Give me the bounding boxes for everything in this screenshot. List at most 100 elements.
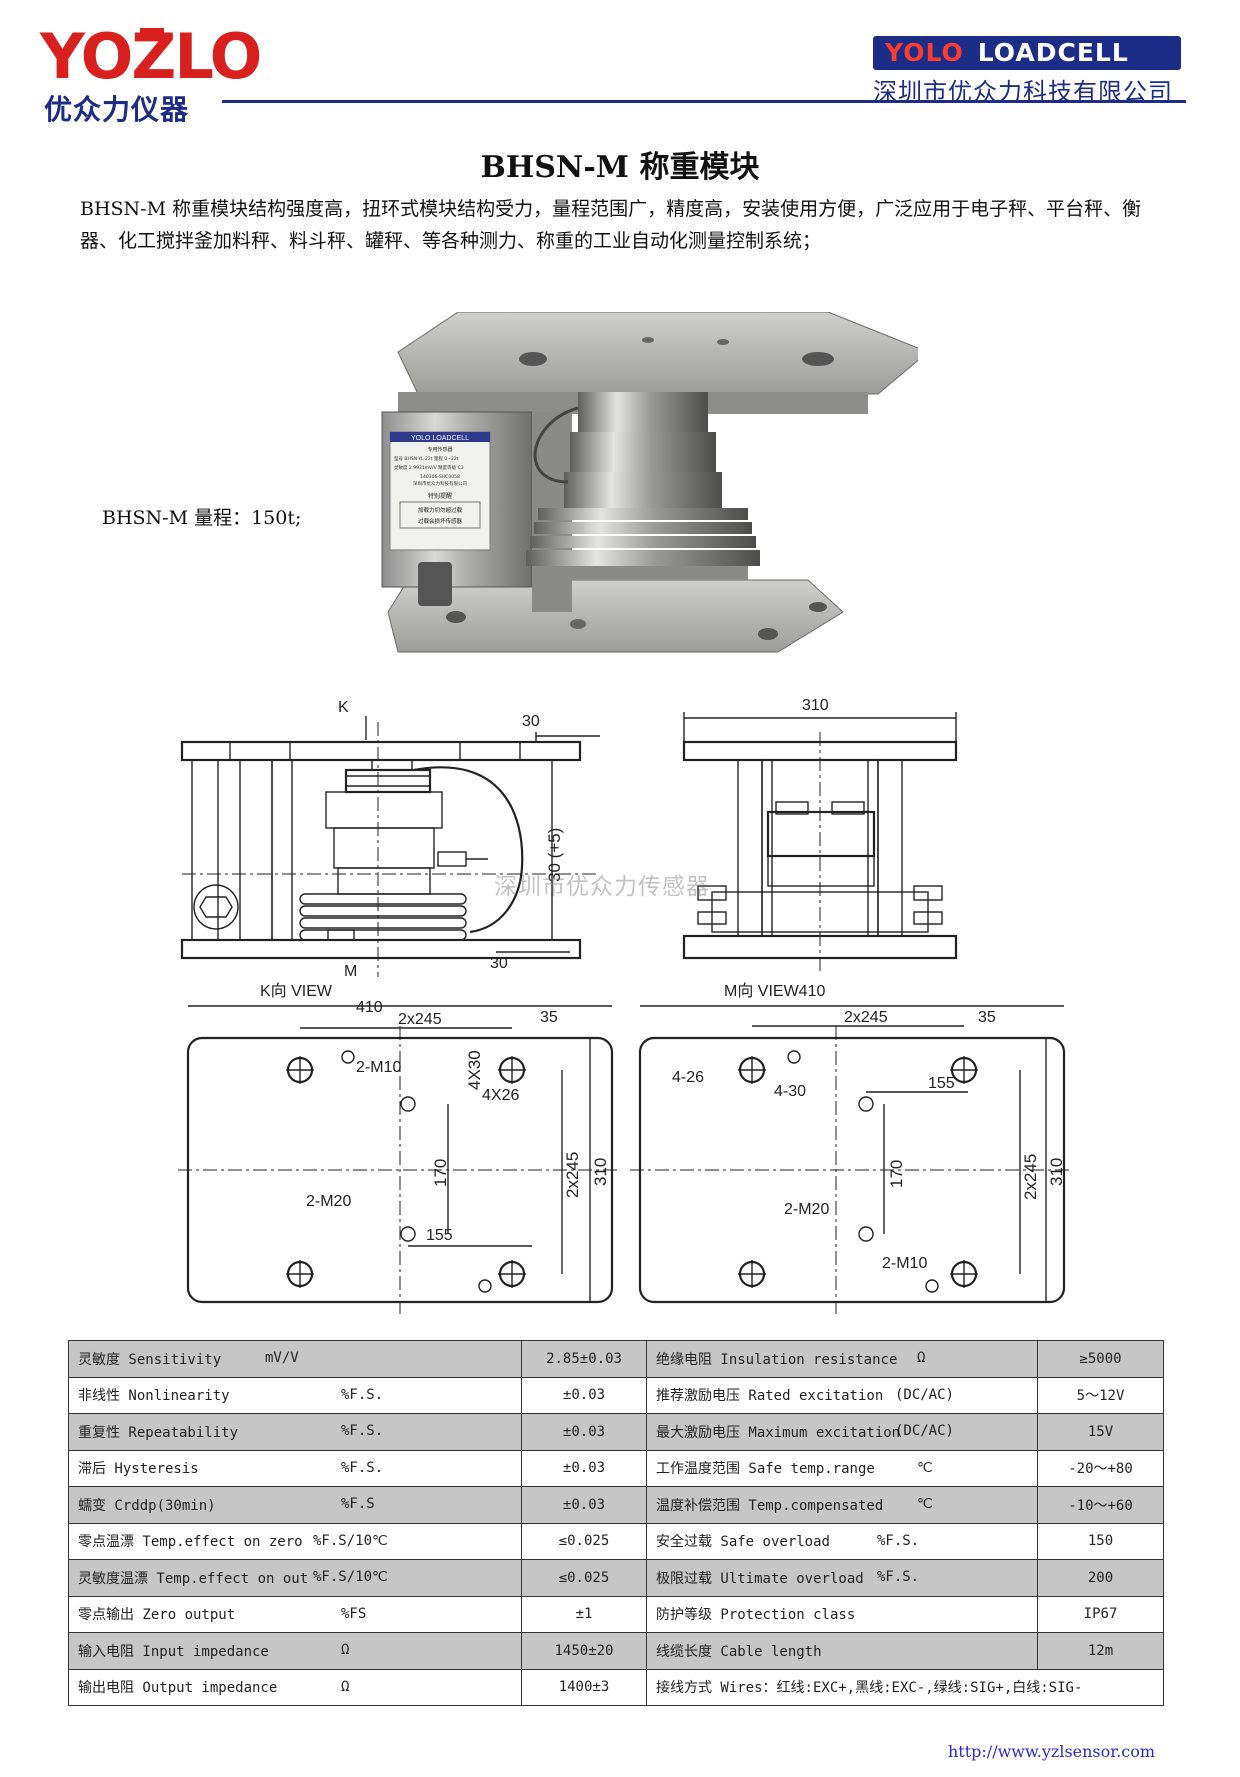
spec-name: 重复性 Repeatability %F.S. bbox=[67, 1413, 523, 1451]
spec-name: 输入电阻 Input impedance Ω bbox=[67, 1632, 523, 1670]
spec-unit-2: (DC/AC) bbox=[894, 1423, 954, 1439]
spec-name: 零点温漂 Temp.effect on zero%F.S/10℃ bbox=[67, 1522, 523, 1560]
k-dim-2x245-v: 2x245 bbox=[563, 1152, 582, 1198]
spec-value-2: IP67 bbox=[1037, 1595, 1164, 1633]
spec-unit: mV/V bbox=[265, 1350, 299, 1366]
spec-unit-2: Ω bbox=[916, 1350, 926, 1366]
m-dim-2x245: 2x245 bbox=[844, 1009, 888, 1026]
spec-unit-2: ℃ bbox=[916, 1459, 933, 1476]
spec-name-2: 线缆长度 Cable length bbox=[645, 1632, 1039, 1670]
spec-value: ±0.03 bbox=[521, 1486, 647, 1524]
spec-name-text: 灵敏度温漂 Temp.effect on out bbox=[78, 1570, 309, 1587]
k-dim-155: 155 bbox=[426, 1227, 453, 1244]
k-view-title: K向 VIEW bbox=[260, 982, 333, 1000]
footer-url[interactable]: http://www.yzlsensor.com bbox=[948, 1742, 1156, 1761]
header-rule bbox=[222, 100, 1186, 103]
spec-name: 滞后 Hysteresis%F.S. bbox=[67, 1449, 523, 1487]
dim-310-side: 310 bbox=[802, 697, 829, 714]
spec-value-2: ≥5000 bbox=[1037, 1340, 1164, 1378]
spec-name: 非线性 Nonlinearity%F.S. bbox=[67, 1376, 523, 1414]
spec-unit-2: %F.S. bbox=[876, 1569, 920, 1585]
plate-type: 专用传感器 bbox=[427, 446, 452, 453]
product-illustration: YOLO LOADCELL 专用传感器 型号 BHSN-YL-22t 量程 0~… bbox=[381, 311, 929, 653]
spec-name-text: 输出电阻 Output impedance bbox=[78, 1680, 278, 1697]
front-view-drawing: 30 K 30 (+5) 30 M bbox=[170, 692, 610, 980]
spec-name-2-text: 防护等级 Protection class bbox=[655, 1607, 856, 1624]
logo-accent bbox=[140, 28, 164, 38]
spec-value-2: 12m bbox=[1037, 1632, 1164, 1670]
spec-unit-2: ℃ bbox=[916, 1496, 933, 1512]
notice-line1: 加载力切勿超过载 bbox=[418, 506, 463, 514]
spec-name-2-text: 工作温度范围 Safe temp.range bbox=[655, 1461, 875, 1478]
m-view-drawing: M向 VIEW410 2x245 35 4-26 4-30 155 170 2-… bbox=[628, 982, 1108, 1324]
m-dim-4-26: 4-26 bbox=[672, 1069, 704, 1086]
spec-name-2-text: 安全过载 Safe overload bbox=[655, 1534, 830, 1551]
company-name: 深圳市优众力科技有限公司 bbox=[873, 78, 1173, 106]
m-dim-310-v: 310 bbox=[1047, 1158, 1066, 1186]
spec-value: ≤0.025 bbox=[521, 1559, 647, 1597]
spec-unit: %F.S bbox=[341, 1496, 375, 1512]
watermark: 深圳市优众力传感器 bbox=[494, 874, 710, 900]
spec-name-text: 滞后 Hysteresis bbox=[78, 1461, 199, 1478]
spec-value-2: 150 bbox=[1037, 1522, 1164, 1560]
dim-30-top: 30 bbox=[522, 713, 540, 730]
spec-unit: %F.S. bbox=[341, 1423, 384, 1439]
spec-name-2: 最大激励电压 Maximum excitation(DC/AC) bbox=[645, 1413, 1039, 1451]
spec-unit-2: %F.S. bbox=[876, 1532, 920, 1549]
notice-line2: 过载会损坏传感器 bbox=[418, 517, 463, 525]
k-dim-4x30: 4X30 bbox=[465, 1050, 484, 1090]
spec-name-2-text: 绝缘电阻 Insulation resistance bbox=[655, 1351, 898, 1368]
spec-value-2: -20～+80 bbox=[1037, 1449, 1164, 1487]
spec-name-text: 蠕变 Crddp(30min) bbox=[78, 1497, 216, 1514]
logo-text: YOZLO bbox=[40, 20, 262, 93]
k-dim-310-v: 310 bbox=[591, 1158, 610, 1186]
spec-unit: %F.S/10℃ bbox=[313, 1569, 388, 1585]
k-dim-410: 410 bbox=[356, 999, 383, 1016]
dim-30-bottom: 30 bbox=[490, 955, 508, 972]
label-k: K bbox=[338, 699, 349, 716]
spec-value-2: 15V bbox=[1037, 1413, 1164, 1451]
spec-unit: Ω bbox=[341, 1642, 350, 1658]
spec-value: ±1 bbox=[521, 1595, 647, 1633]
side-view-drawing: 310 bbox=[672, 692, 968, 980]
spec-name-2: 推荐激励电压 Rated excitation(DC/AC) bbox=[645, 1376, 1039, 1414]
spec-name-text: 重复性 Repeatability bbox=[78, 1424, 239, 1441]
k-dim-2m10: 2-M10 bbox=[356, 1059, 401, 1076]
spec-name-2-text: 线缆长度 Cable length bbox=[655, 1643, 822, 1660]
spec-name-text: 输入电阻 Input impedance bbox=[78, 1643, 269, 1660]
m-dim-2m20: 2-M20 bbox=[784, 1201, 829, 1218]
spec-name-2: 安全过载 Safe overload %F.S. bbox=[645, 1522, 1039, 1560]
m-dim-170: 170 bbox=[887, 1160, 906, 1188]
brand-loadcell: LOADCELL bbox=[977, 38, 1129, 67]
spec-name-text: 非线性 Nonlinearity bbox=[78, 1388, 230, 1405]
spec-value: 2.85±0.03 bbox=[521, 1340, 647, 1378]
plate-serial: 140306-SHC0058 bbox=[420, 474, 460, 480]
spec-name-2-text: 温度补偿范围 Temp.compensated bbox=[655, 1497, 884, 1514]
m-dim-35: 35 bbox=[978, 1009, 996, 1026]
m-dim-4-30: 4-30 bbox=[774, 1083, 806, 1100]
label-m: M bbox=[344, 963, 357, 980]
plate-model: 型号 BHSN-YL-22t 量程 0~22t bbox=[394, 455, 459, 462]
spec-name-2: 防护等级 Protection class bbox=[645, 1595, 1039, 1633]
k-dim-2x245: 2x245 bbox=[398, 1011, 442, 1028]
company-logo: YOZLO 优众力仪器 bbox=[40, 22, 262, 127]
spec-unit: %FS bbox=[341, 1605, 367, 1622]
plate-sensitivity: 灵敏度 2.9931mV/V 精度等级 C3 bbox=[394, 464, 464, 471]
spec-row: 蠕变 Crddp(30min) %F.S ±0.03 温度补偿范围 Temp.comp… bbox=[67, 1486, 1164, 1524]
spec-wiring: 接线方式 Wires：红线:EXC+,黑线:EXC-,绿线:SIG+,白线:SI… bbox=[645, 1668, 1165, 1706]
spec-name-2: 工作温度范围 Safe temp.range ℃ bbox=[645, 1449, 1039, 1487]
k-dim-2m20: 2-M20 bbox=[306, 1193, 351, 1210]
spec-value: ±0.03 bbox=[521, 1449, 647, 1487]
